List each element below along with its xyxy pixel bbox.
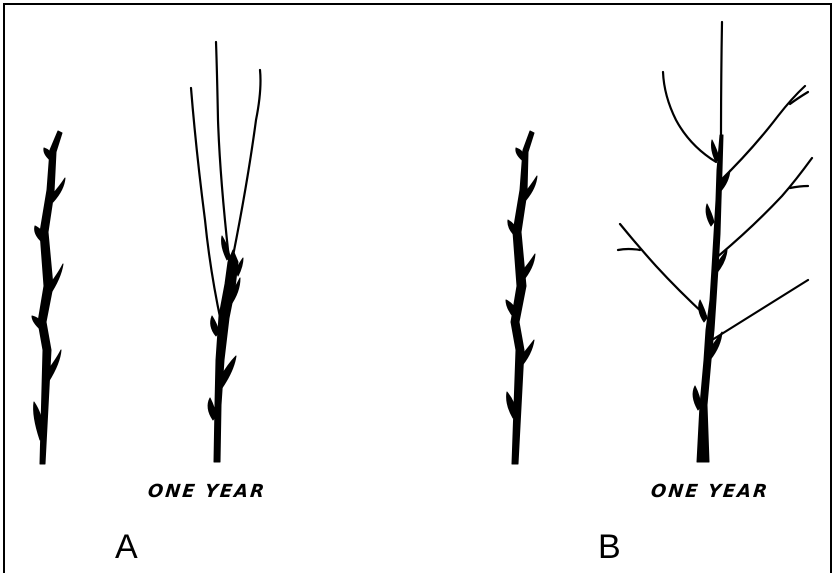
- panel-a-label: A: [115, 528, 138, 567]
- panel-b-whip: [506, 131, 537, 464]
- panel-a-caption: ONE YEAR: [147, 481, 267, 502]
- panel-b-one-year-tree: [693, 135, 730, 462]
- panel-b-label: B: [598, 528, 621, 567]
- bud: [693, 386, 701, 410]
- panel-a-whip: [32, 131, 65, 464]
- bud: [211, 316, 219, 336]
- panel-a-one-year-tree: [208, 236, 243, 462]
- panel-b-caption: ONE YEAR: [650, 481, 770, 502]
- bud: [706, 204, 714, 226]
